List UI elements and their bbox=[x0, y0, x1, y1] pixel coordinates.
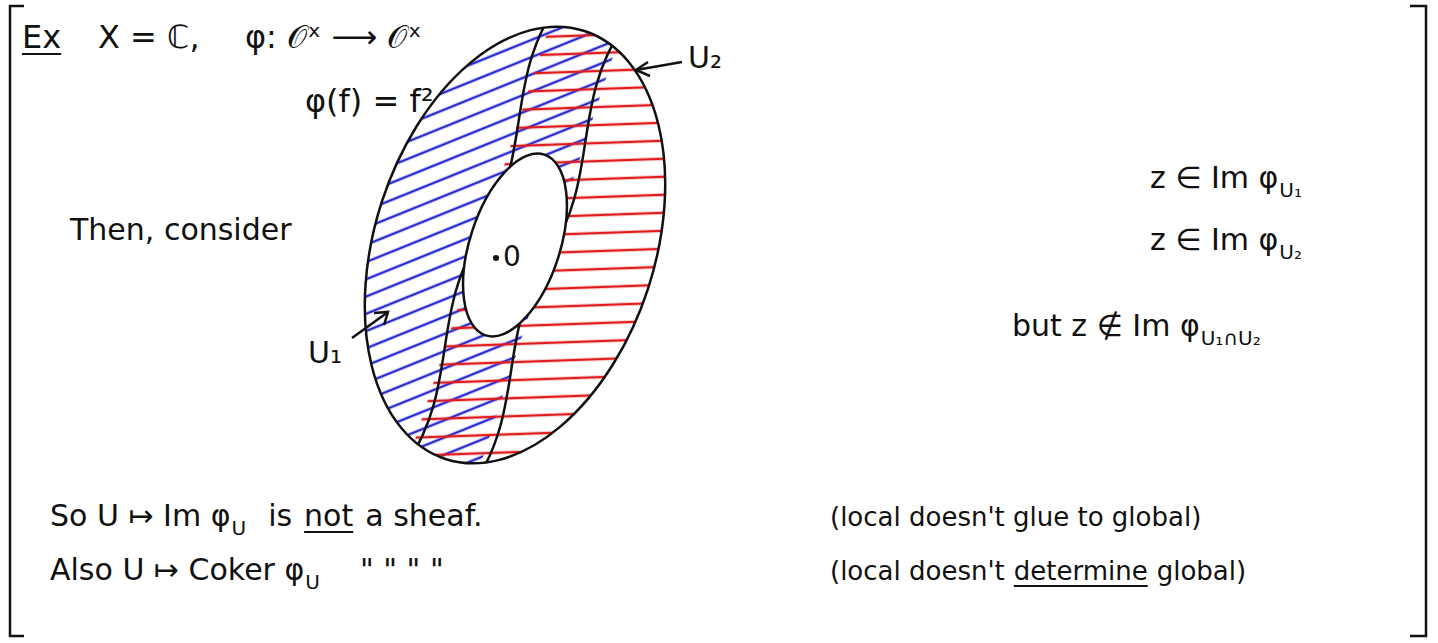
subscript: U bbox=[305, 570, 320, 594]
text-row: U₂ bbox=[688, 40, 722, 75]
math-note: " " " " bbox=[360, 552, 444, 587]
math-note: (local doesn't bbox=[830, 556, 1005, 586]
u2-hatching bbox=[408, 6, 742, 523]
math-note: U₂ bbox=[688, 40, 722, 75]
math-note: determine bbox=[1014, 556, 1148, 586]
math-note: global) bbox=[1157, 556, 1246, 586]
text-row: φ(f) = f² bbox=[305, 82, 434, 120]
text-row: 0 bbox=[503, 240, 521, 273]
math-note: So U ↦ Im φ bbox=[50, 498, 231, 533]
bracket bbox=[10, 6, 24, 636]
text-row: Ex bbox=[22, 18, 61, 56]
arrowhead bbox=[374, 312, 388, 325]
subscript: U₂ bbox=[1279, 240, 1302, 264]
inner-outline bbox=[443, 141, 587, 350]
subscript: U bbox=[232, 516, 247, 540]
text-row: X = ℂ, bbox=[98, 18, 200, 56]
math-note: Also U ↦ Coker φ bbox=[50, 552, 304, 587]
math-note: is bbox=[268, 498, 292, 533]
math-note: U₁ bbox=[308, 335, 342, 370]
text-row: φ: 𝒪ˣ ⟶ 𝒪ˣ bbox=[245, 18, 422, 56]
text-row: Also U ↦ Coker φU" " " " bbox=[50, 552, 444, 587]
arrowhead bbox=[636, 62, 650, 76]
leader-line bbox=[352, 312, 388, 338]
math-note: but z ∉ Im φ bbox=[1012, 308, 1200, 343]
text-row: Then, consider bbox=[70, 212, 292, 247]
outer-outline bbox=[312, 0, 717, 502]
text-row: (local doesn't glue to global) bbox=[830, 502, 1201, 532]
math-note: a sheaf. bbox=[365, 498, 482, 533]
subscript: U₁∩U₂ bbox=[1201, 326, 1261, 350]
text-row: (local doesn't determine global) bbox=[830, 556, 1246, 586]
math-note: X = ℂ, bbox=[98, 18, 200, 56]
math-note: Ex bbox=[22, 18, 61, 56]
math-note: z ∈ Im φ bbox=[1150, 160, 1278, 195]
bracket bbox=[1410, 6, 1426, 636]
text-row: but z ∉ Im φU₁∩U₂ bbox=[1012, 308, 1261, 343]
origin-dot bbox=[493, 255, 499, 261]
text-row: So U ↦ Im φUisnota sheaf. bbox=[50, 498, 483, 533]
math-note: φ(f) = f² bbox=[305, 82, 434, 120]
math-note: not bbox=[304, 498, 353, 533]
math-note: 0 bbox=[503, 240, 521, 273]
math-note: Then, consider bbox=[70, 212, 292, 247]
text-row: z ∈ Im φU₂ bbox=[1150, 222, 1302, 257]
text-row: z ∈ Im φU₁ bbox=[1150, 160, 1302, 195]
math-note: z ∈ Im φ bbox=[1150, 222, 1278, 257]
text-row: U₁ bbox=[308, 335, 342, 370]
math-note: (local doesn't glue to global) bbox=[830, 502, 1201, 532]
math-note: φ: 𝒪ˣ ⟶ 𝒪ˣ bbox=[245, 18, 422, 56]
subscript: U₁ bbox=[1279, 178, 1302, 202]
